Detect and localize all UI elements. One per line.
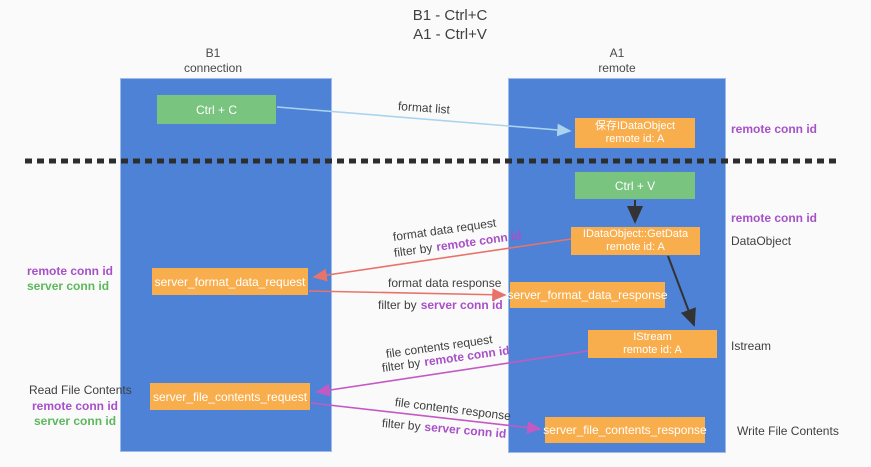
- node-server-file-contents-response: server_file_contents_response: [543, 417, 707, 443]
- node-store-idataobject: 保存IDataObject remote id: A: [575, 118, 695, 148]
- node-ctrl-v: Ctrl + V: [575, 172, 695, 199]
- right-column-name: A1: [609, 46, 625, 60]
- diagram-title-line2: A1 - Ctrl+V: [413, 26, 487, 43]
- left-label-remote-conn-id-top: remote conn id: [27, 264, 114, 278]
- left-label-read-file-contents: Read File Contents: [29, 383, 132, 397]
- filter-by-text: filter by: [393, 240, 434, 260]
- node-istream: IStream remote id: A: [588, 330, 717, 358]
- left-label-server-conn-id-bottom: server conn id: [34, 414, 117, 428]
- left-column-header: B1 connection: [133, 46, 293, 76]
- left-column-name: B1: [205, 46, 221, 60]
- label-format-list: format list: [397, 99, 451, 117]
- node-getdata-line1: IDataObject::GetData: [582, 228, 689, 240]
- node-istream-line1: IStream: [633, 331, 672, 343]
- node-getdata-line2: remote id: A: [606, 241, 665, 253]
- node-file-request-label: server_file_contents_request: [152, 389, 308, 404]
- node-format-request-label: server_format_data_request: [154, 274, 306, 289]
- right-label-write-file-contents: Write File Contents: [737, 424, 839, 438]
- node-store-idataobject-line1: 保存IDataObject: [594, 120, 676, 132]
- diagram-title: B1 - Ctrl+C A1 - Ctrl+V: [330, 6, 570, 44]
- node-store-idataobject-line2: remote id: A: [605, 133, 665, 145]
- node-server-format-data-request: server_format_data_request: [152, 268, 308, 295]
- filter-by-text: filter by: [381, 416, 422, 434]
- left-label-server-conn-id-top: server conn id: [27, 279, 110, 293]
- left-column-subtitle: connection: [183, 61, 243, 75]
- right-label-remote-conn-id-top: remote conn id: [731, 122, 818, 136]
- server-conn-id-text: server conn id: [423, 419, 507, 441]
- right-label-remote-conn-id-mid: remote conn id: [731, 211, 818, 225]
- diagram-title-line1: B1 - Ctrl+C: [412, 7, 488, 24]
- left-label-remote-conn-id-bottom: remote conn id: [32, 399, 119, 413]
- right-label-dataobject: DataObject: [731, 234, 792, 248]
- node-idataobject-getdata: IDataObject::GetData remote id: A: [571, 227, 700, 255]
- node-ctrl-c: Ctrl + C: [157, 95, 276, 124]
- server-conn-id-text: server conn id: [420, 298, 503, 312]
- label-format-data-response: format data response: [388, 276, 502, 290]
- node-file-response-label: server_file_contents_response: [543, 423, 707, 437]
- node-ctrl-v-label: Ctrl + V: [614, 178, 656, 193]
- node-server-format-data-response: server_format_data_response: [507, 282, 668, 308]
- right-column-subtitle: remote: [598, 61, 636, 75]
- arrow-format-data-response: [308, 288, 507, 302]
- node-server-file-contents-request: server_file_contents_request: [150, 383, 310, 410]
- node-ctrl-c-label: Ctrl + C: [195, 102, 237, 117]
- right-label-istream: Istream: [731, 339, 772, 353]
- filter-by-text: filter by: [378, 298, 417, 312]
- node-istream-line2: remote id: A: [623, 344, 682, 356]
- node-format-response-label: server_format_data_response: [507, 288, 668, 302]
- right-column-header: A1 remote: [537, 46, 697, 76]
